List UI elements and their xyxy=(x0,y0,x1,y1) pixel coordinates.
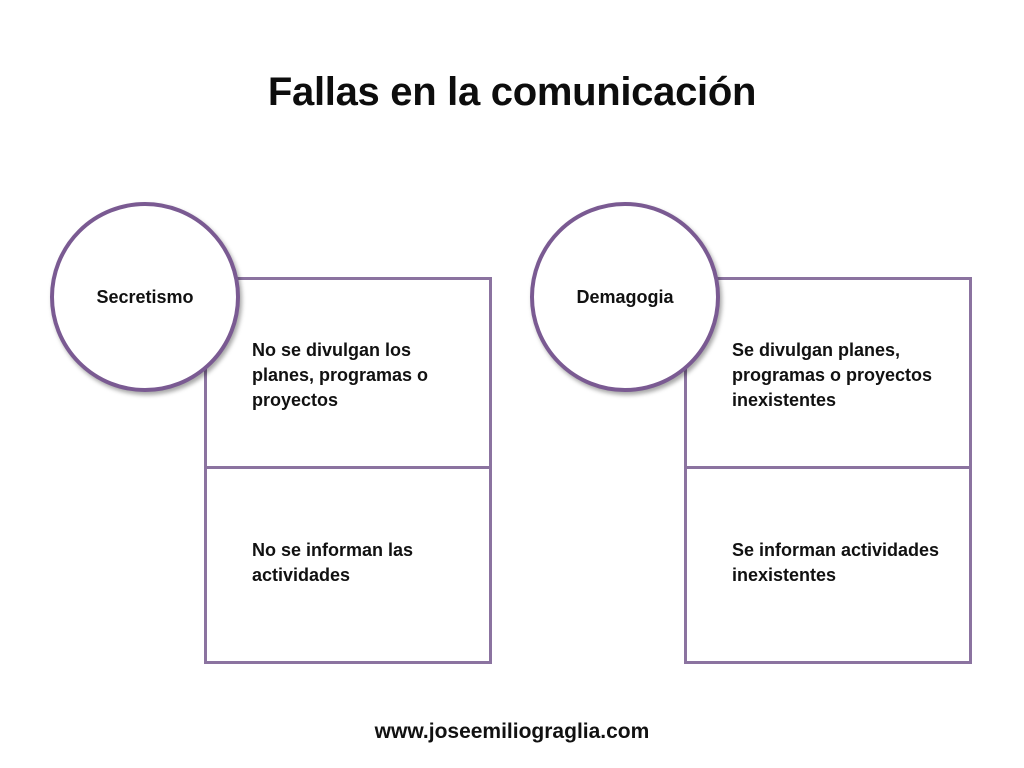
category-circle: Secretismo xyxy=(50,202,240,392)
category-circle: Demagogia xyxy=(530,202,720,392)
category-label: Secretismo xyxy=(96,286,194,307)
group-demagogia: Se divulgan planes, programas o proyecto… xyxy=(528,200,1024,670)
description-box: Se informan actividades inexistentes xyxy=(684,469,972,664)
description-text: Se informan actividades inexistentes xyxy=(732,540,940,585)
description-box: No se divulgan los planes, programas o p… xyxy=(204,277,492,469)
description-text: No se divulgan los planes, programas o p… xyxy=(252,340,429,410)
description-text: No se informan las actividades xyxy=(252,540,414,585)
description-text: Se divulgan planes, programas o proyecto… xyxy=(732,340,933,410)
slide-title: Fallas en la comunicación xyxy=(267,70,757,114)
description-box: Se divulgan planes, programas o proyecto… xyxy=(684,277,972,469)
group-secretismo: No se divulgan los planes, programas o p… xyxy=(48,200,548,670)
category-label: Demagogia xyxy=(576,286,674,307)
website-footer: www.joseemiliograglia.com xyxy=(374,720,650,743)
description-box: No se informan las actividades xyxy=(204,469,492,664)
